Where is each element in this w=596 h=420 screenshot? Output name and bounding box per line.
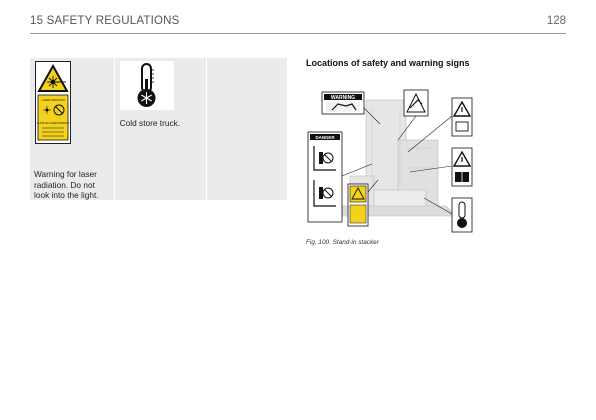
danger-sign: [307, 131, 343, 223]
header-page-number: 128: [546, 15, 566, 27]
danger-sign-label: DANGER: [315, 135, 335, 140]
figure-caption: Fig. 100. Stand-in stacker: [306, 239, 379, 246]
sign-cell-laser: LASER RADIATION CLASS 2M LASER PRODUCT W…: [30, 58, 115, 200]
sign-cell-empty: [207, 58, 287, 200]
laser-sign-class: CLASS 2M LASER PRODUCT: [37, 122, 70, 125]
sign-caption-laser: Warning for laser radiation. Do not look…: [34, 169, 99, 200]
laser-sign-heading: LASER RADIATION: [41, 98, 64, 102]
signs-table: LASER RADIATION CLASS 2M LASER PRODUCT W…: [30, 58, 287, 200]
sign-cell-cold-store: Cold store truck.: [115, 58, 208, 200]
header-section-title: 15 SAFETY REGULATIONS: [30, 15, 180, 27]
section-title: Locations of safety and warning signs: [306, 58, 470, 68]
warning-sign-label: WARNING: [331, 95, 355, 101]
laser-warning-icon: LASER RADIATION CLASS 2M LASER PRODUCT: [35, 61, 71, 144]
header-rule: [30, 33, 566, 34]
warning-triangle-sign: [451, 97, 473, 137]
cold-store-thermometer-icon: [119, 61, 174, 110]
sign-caption-cold-store: Cold store truck.: [119, 118, 181, 128]
stand-in-stacker-figure: WARNING DANGER: [307, 89, 473, 233]
